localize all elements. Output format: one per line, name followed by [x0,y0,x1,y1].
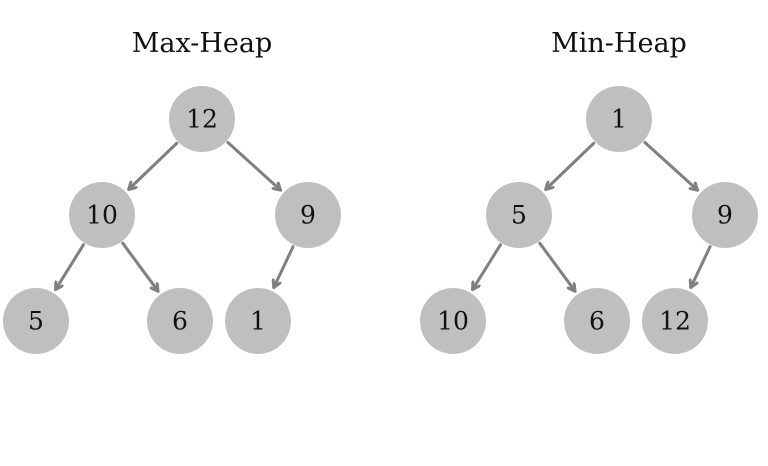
node-circle [642,288,708,354]
node-circle [3,288,69,354]
heap-node: 12 [169,86,235,152]
heap-node: 12 [642,288,708,354]
node-circle [692,182,758,248]
node-value: 6 [589,307,605,336]
node-circle [147,288,213,354]
edge-arrow [226,140,283,192]
node-circle [169,86,235,152]
node-circle [586,86,652,152]
heap-node: 5 [486,182,552,248]
max-heap-tree: Max-Heap 12 10 9 5 6 1 [3,28,341,354]
node-circle [486,182,552,248]
edge-arrow [121,241,160,293]
min-heap-title: Min-Heap [551,28,687,59]
edge-arrow [54,243,86,292]
min-heap-edges [471,140,712,293]
max-heap-edges [54,140,295,293]
node-value: 10 [86,201,118,230]
node-value: 1 [611,105,627,134]
edge-arrow [643,140,700,192]
edge-arrow [471,243,503,292]
max-heap-title: Max-Heap [132,28,273,59]
node-value: 6 [172,307,188,336]
edge-arrow [274,245,295,290]
edge-arrow [691,245,712,290]
heap-node: 6 [147,288,213,354]
heap-node: 9 [275,182,341,248]
node-circle [564,288,630,354]
heap-node: 1 [225,288,291,354]
edge-arrow [538,241,577,293]
node-circle [275,182,341,248]
node-value: 5 [511,201,527,230]
heap-node: 10 [69,182,135,248]
node-value: 9 [717,201,733,230]
heap-node: 9 [692,182,758,248]
node-value: 12 [659,307,691,336]
node-value: 9 [300,201,316,230]
node-value: 12 [186,105,218,134]
heap-node: 10 [420,288,486,354]
min-heap-tree: Min-Heap 1 5 9 10 6 12 [420,28,758,354]
node-circle [225,288,291,354]
node-circle [420,288,486,354]
node-value: 1 [250,307,266,336]
node-value: 10 [437,307,469,336]
edge-arrow [544,141,596,191]
edge-arrow [127,141,179,191]
node-value: 5 [28,307,44,336]
heap-node: 6 [564,288,630,354]
heap-node: 1 [586,86,652,152]
heap-node: 5 [3,288,69,354]
node-circle [69,182,135,248]
